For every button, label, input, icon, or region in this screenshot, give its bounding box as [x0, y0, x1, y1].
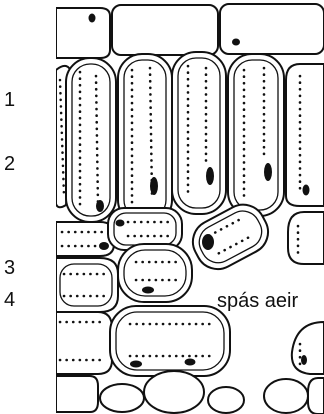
upper-epidermis — [56, 4, 324, 58]
spongy-layer — [56, 197, 324, 376]
label-layer-1: 1 — [4, 89, 15, 111]
label-layer-3: 3 — [4, 257, 15, 279]
label-layer-4: 4 — [4, 289, 15, 311]
lower-epidermis — [56, 371, 324, 414]
palisade-layer — [56, 52, 324, 224]
label-layer-2: 2 — [4, 153, 15, 175]
label-air-space: spás aeir — [217, 290, 298, 312]
